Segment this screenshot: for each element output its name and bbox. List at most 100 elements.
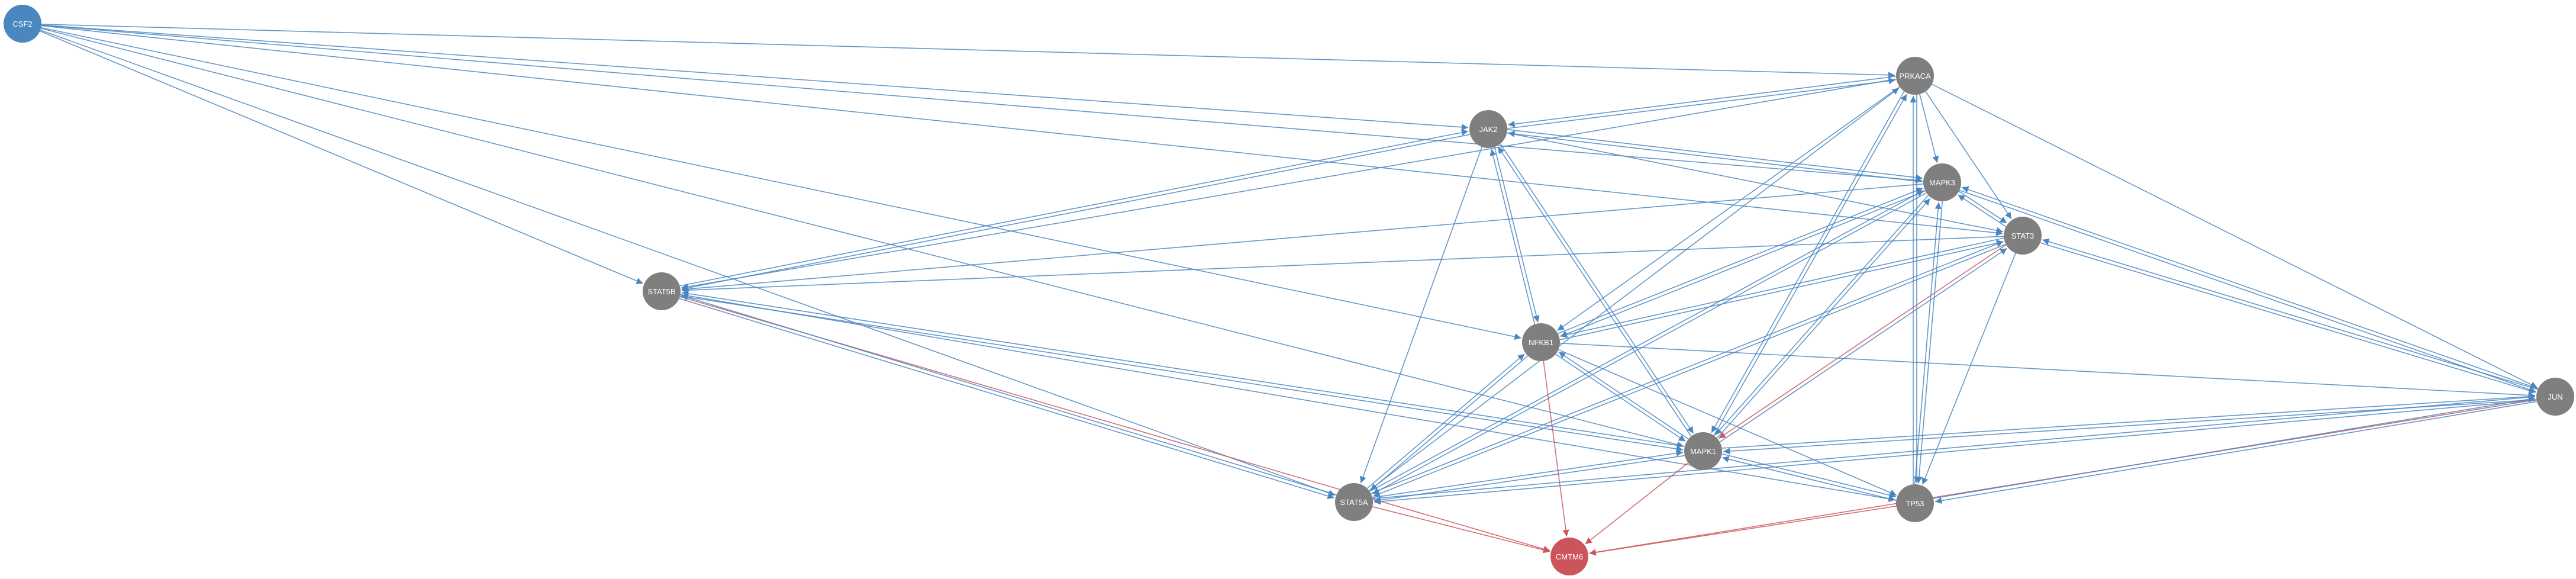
edge-nfkb1-to-tp53 <box>1558 349 1897 496</box>
node-label: JUN <box>2548 393 2562 401</box>
node-circle[interactable] <box>4 5 41 43</box>
edge-jun-to-stat3 <box>2042 238 2538 390</box>
edge-mapk3-to-jak2 <box>1508 130 1923 183</box>
edge-stat5a-to-mapk1 <box>1372 449 1684 498</box>
edge-mapk3-to-stat5a <box>1372 192 1927 495</box>
edge-tp53-to-mapk3 <box>1914 202 1942 484</box>
node-circle[interactable] <box>1522 323 1560 361</box>
node-jak2[interactable]: JAK2 <box>1469 110 1507 148</box>
node-label: JAK2 <box>1479 125 1497 134</box>
edge-prkaca-to-stat5b <box>681 78 1897 290</box>
edges-layer <box>40 24 2539 556</box>
edge-tp53-to-cmtm6 <box>1589 506 1897 556</box>
edge-stat3-to-stat5b <box>681 236 2004 294</box>
node-label: PRKACA <box>1899 72 1931 81</box>
edge-mapk3-to-stat5b <box>681 183 1924 292</box>
edge-jak2-to-mapk1 <box>1500 143 1694 434</box>
node-circle[interactable] <box>1335 483 1373 521</box>
node-label: STAT5B <box>647 287 675 296</box>
node-circle[interactable] <box>643 272 681 310</box>
edge-csf2-to-mapk3 <box>41 24 1923 184</box>
node-stat5b[interactable]: STAT5B <box>643 272 681 310</box>
edge-nfkb1-to-stat5a <box>1370 355 1529 491</box>
edge-jun-to-tp53 <box>1935 401 2538 504</box>
edge-stat3-to-tp53 <box>1921 253 2016 485</box>
edge-nfkb1-to-mapk1 <box>1555 353 1686 442</box>
edge-prkaca-to-nfkb1 <box>1557 86 1900 331</box>
node-cmtm6[interactable]: CMTM6 <box>1550 538 1588 575</box>
node-label: STAT5A <box>1340 498 1368 507</box>
node-jun[interactable]: JUN <box>2536 378 2574 416</box>
edge-mapk3-to-jun <box>1959 189 2536 393</box>
node-nfkb1[interactable]: NFKB1 <box>1522 323 1560 361</box>
edge-stat3-to-mapk1 <box>1719 244 2007 439</box>
edge-mapk1-to-cmtm6 <box>1585 462 1689 545</box>
edge-stat5a-to-prkaca <box>1369 87 1900 491</box>
node-circle[interactable] <box>1923 163 1961 201</box>
node-label: TP53 <box>1906 499 1924 508</box>
node-stat3[interactable]: STAT3 <box>2004 217 2042 255</box>
edge-prkaca-to-mapk1 <box>1711 91 1905 433</box>
edge-tp53-to-jun <box>1933 395 2536 499</box>
edge-csf2-to-mapk1 <box>40 28 1684 448</box>
edge-prkaca-to-stat3 <box>1925 91 2012 220</box>
edge-mapk1-to-prkaca <box>1713 94 1907 436</box>
edge-prkaca-to-mapk3 <box>1919 94 1939 163</box>
edge-csf2-to-stat5a <box>40 30 1336 496</box>
edge-jak2-to-nfkb1 <box>1494 147 1540 323</box>
edge-stat5a-to-jun <box>1372 394 2535 499</box>
edge-mapk1-to-stat5a <box>1374 455 1685 504</box>
edge-stat5a-to-stat5b <box>681 294 1337 496</box>
node-csf2[interactable]: CSF2 <box>4 5 41 43</box>
edge-nfkb1-to-mapk3 <box>1558 187 1923 334</box>
node-circle[interactable] <box>1896 484 1934 522</box>
node-stat5a[interactable]: STAT5A <box>1335 483 1373 521</box>
node-tp53[interactable]: TP53 <box>1896 484 1934 522</box>
node-mapk3[interactable]: MAPK3 <box>1923 163 1961 201</box>
edge-mapk3-to-tp53 <box>1916 201 1943 484</box>
node-label: CMTM6 <box>1556 552 1583 561</box>
node-circle[interactable] <box>1896 57 1934 95</box>
node-label: NFKB1 <box>1529 338 1553 347</box>
edge-mapk1-to-stat5b <box>681 290 1685 447</box>
node-circle[interactable] <box>1469 110 1507 148</box>
node-label: MAPK3 <box>1929 178 1955 187</box>
node-circle[interactable] <box>2004 217 2042 255</box>
node-prkaca[interactable]: PRKACA <box>1896 57 1934 95</box>
edge-jak2-to-stat5a <box>1360 146 1482 484</box>
edge-csf2-to-stat3 <box>41 25 2003 236</box>
edge-jak2-to-prkaca <box>1507 78 1895 129</box>
edge-mapk1-to-jak2 <box>1497 146 1692 437</box>
edge-nfkb1-to-stat3 <box>1559 240 2004 340</box>
node-mapk1[interactable]: MAPK1 <box>1684 432 1722 470</box>
node-label: CSF2 <box>12 20 32 28</box>
edge-stat3-to-stat5a <box>1373 243 2006 497</box>
edge-stat5b-to-jak2 <box>679 129 1469 287</box>
edge-mapk1-to-jun <box>1721 393 2535 449</box>
edge-stat3-to-jun <box>2040 242 2536 394</box>
edge-stat5a-to-stat3 <box>1371 240 2004 494</box>
node-circle[interactable] <box>1684 432 1722 470</box>
node-label: MAPK1 <box>1690 447 1716 456</box>
edge-mapk3-to-stat3 <box>1958 191 2007 224</box>
edge-csf2-to-jak2 <box>41 24 1469 131</box>
edge-stat5a-to-mapk3 <box>1369 189 1924 492</box>
node-circle[interactable] <box>1550 538 1588 575</box>
edge-mapk1-to-nfkb1 <box>1558 351 1689 440</box>
edge-stat5a-to-cmtm6 <box>1372 506 1550 554</box>
edge-jun-to-mapk3 <box>1961 186 2539 390</box>
edge-mapk3-to-nfkb1 <box>1560 190 1926 337</box>
edge-csf2-to-stat5b <box>40 30 643 284</box>
node-label: STAT3 <box>2011 231 2035 240</box>
node-circle[interactable] <box>2536 378 2574 416</box>
edge-csf2-to-nfkb1 <box>41 27 1521 340</box>
edge-stat5b-to-mapk1 <box>680 295 1684 452</box>
edge-stat5b-to-stat5a <box>679 298 1334 500</box>
edge-stat3-to-nfkb1 <box>1560 237 2004 338</box>
edge-nfkb1-to-cmtm6 <box>1543 361 1569 537</box>
edge-nfkb1-to-jun <box>1559 342 2536 399</box>
edge-jak2-to-stat5b <box>681 134 1471 291</box>
edge-csf2-to-prkaca <box>41 24 1895 79</box>
